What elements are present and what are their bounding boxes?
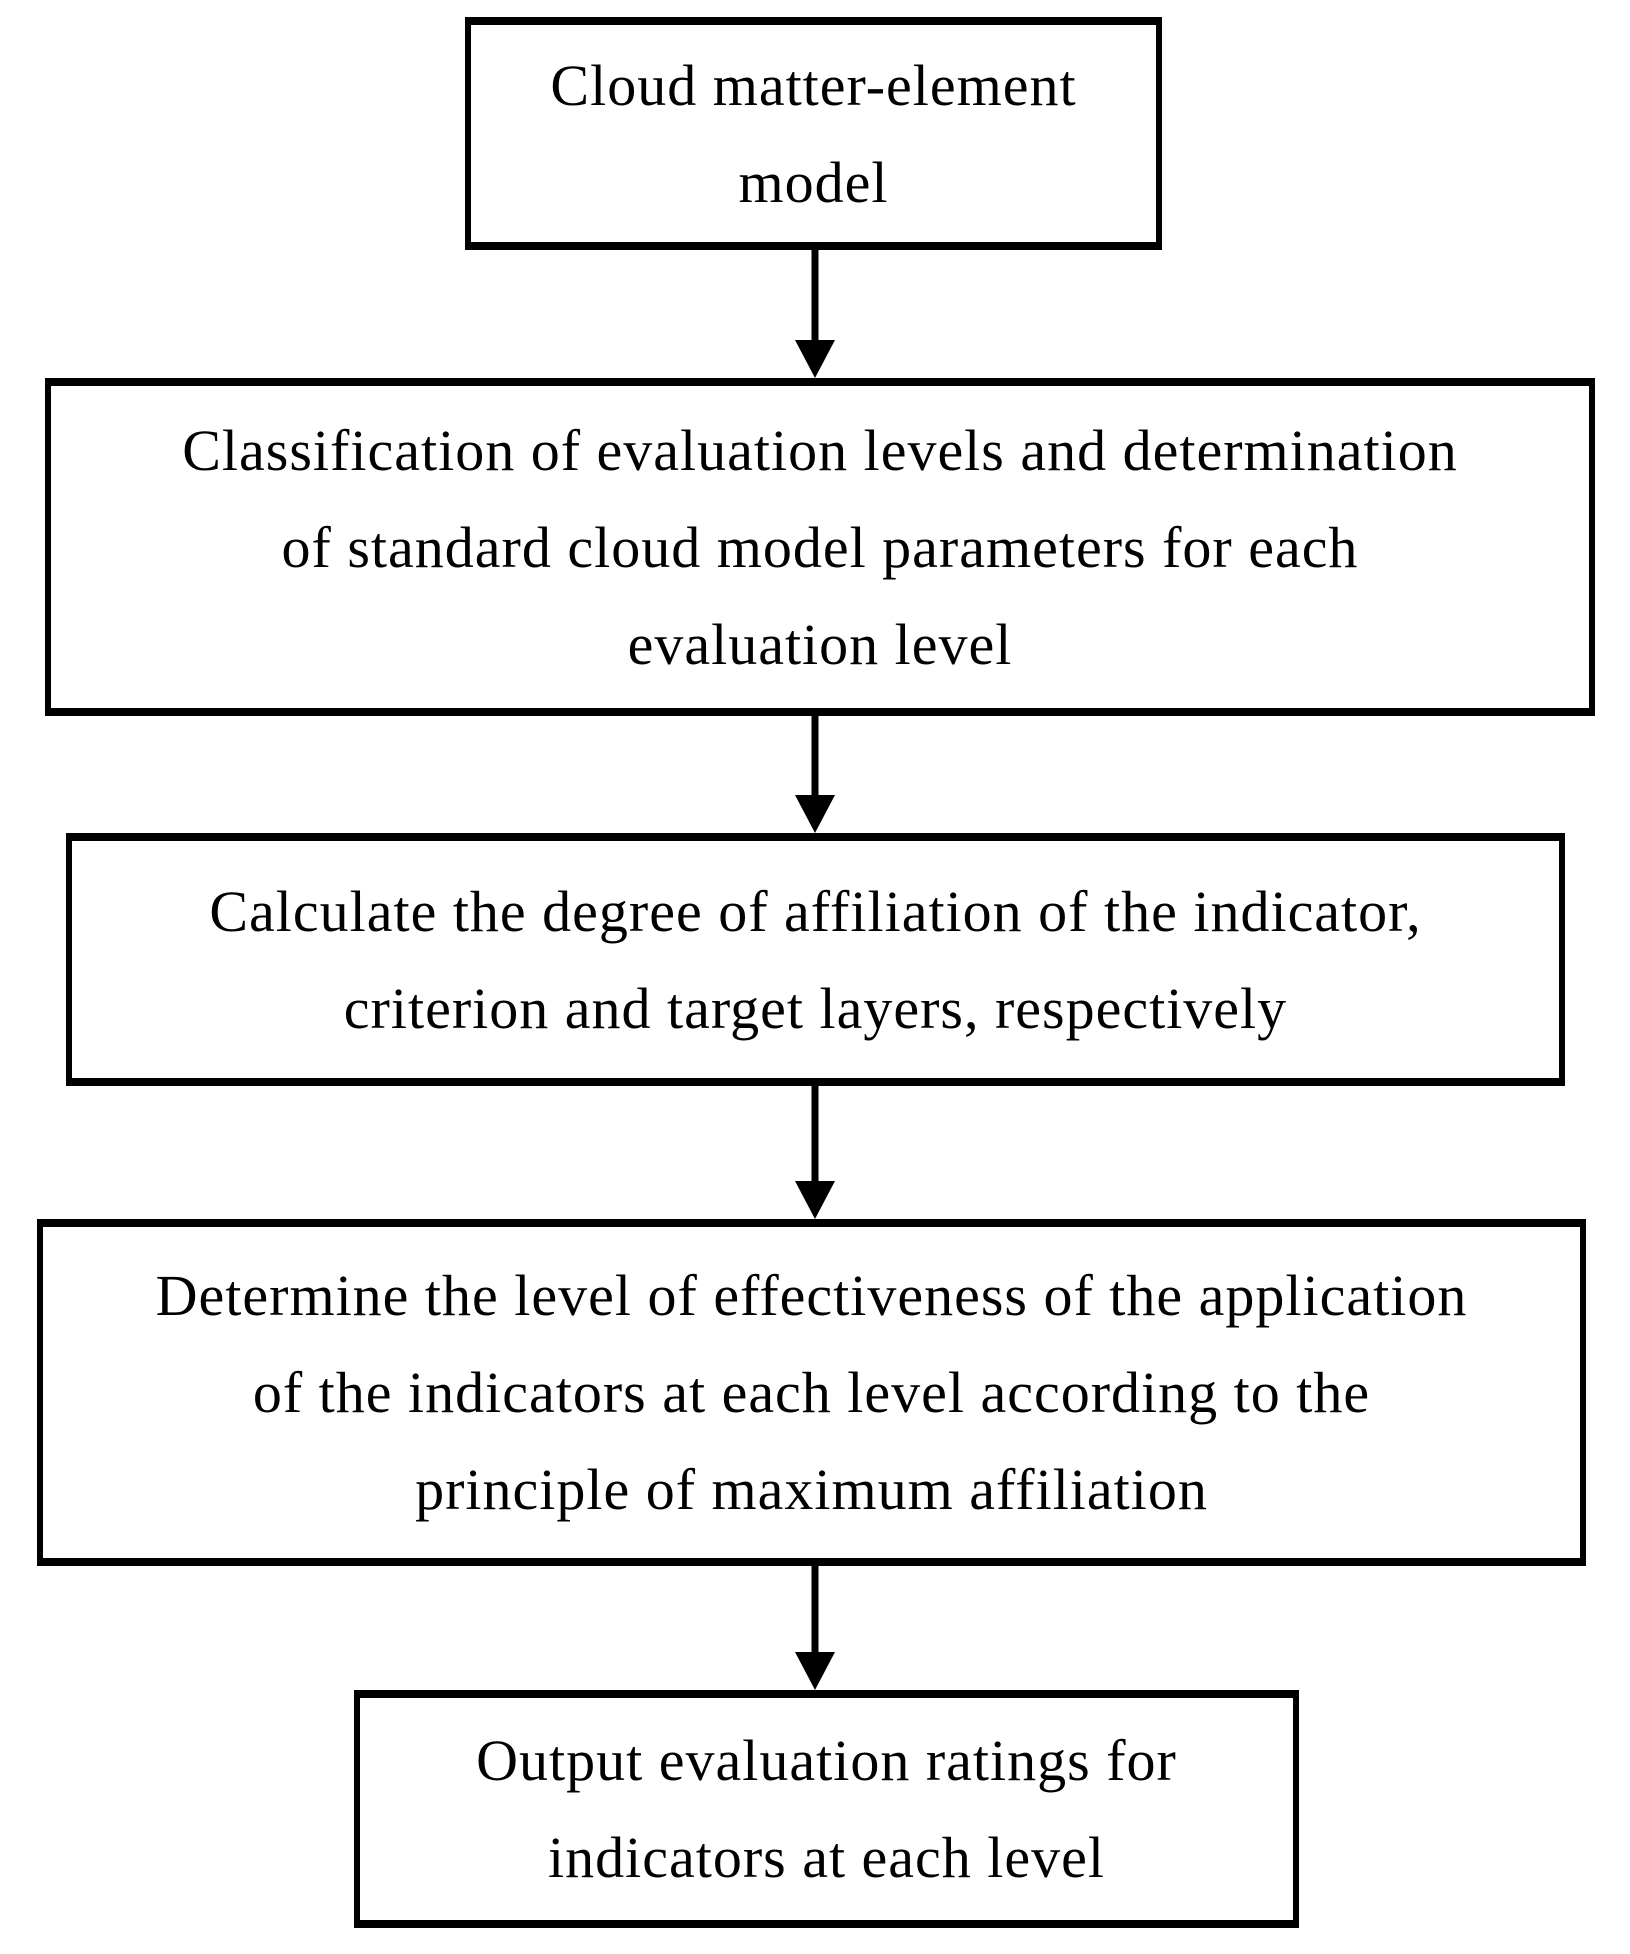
flowchart-box-output-evaluation-ratings: Output evaluation ratings for indicators… bbox=[354, 1690, 1299, 1928]
arrow-shaft bbox=[811, 250, 819, 348]
arrow-shaft bbox=[811, 1566, 819, 1660]
arrow-head-icon bbox=[795, 1181, 835, 1219]
box-text-cloud-matter-element-model: Cloud matter-element model bbox=[550, 52, 1077, 215]
arrow-head-icon bbox=[795, 1652, 835, 1690]
arrow-shaft bbox=[811, 1086, 819, 1189]
arrow-head-icon bbox=[795, 795, 835, 833]
down-arrow-1 bbox=[793, 250, 837, 378]
flowchart-box-cloud-matter-element-model: Cloud matter-element model bbox=[465, 17, 1162, 250]
box-text-determine-level-of-effectiveness: Determine the level of effectiveness of … bbox=[155, 1263, 1468, 1522]
flowchart-box-calculate-degree-of-affiliation: Calculate the degree of affiliation of t… bbox=[66, 833, 1565, 1086]
box-text-output-evaluation-ratings: Output evaluation ratings for indicators… bbox=[476, 1728, 1177, 1890]
arrow-shaft bbox=[811, 716, 819, 803]
flowchart-box-classification-of-evaluation-levels: Classification of evaluation levels and … bbox=[45, 378, 1595, 716]
arrow-head-icon bbox=[795, 340, 835, 378]
down-arrow-4 bbox=[793, 1566, 837, 1690]
flowchart-box-determine-level-of-effectiveness: Determine the level of effectiveness of … bbox=[37, 1219, 1586, 1566]
box-text-calculate-degree-of-affiliation: Calculate the degree of affiliation of t… bbox=[209, 878, 1422, 1041]
box-text-classification-of-evaluation-levels: Classification of evaluation levels and … bbox=[182, 417, 1458, 677]
down-arrow-2 bbox=[793, 716, 837, 833]
down-arrow-3 bbox=[793, 1086, 837, 1219]
